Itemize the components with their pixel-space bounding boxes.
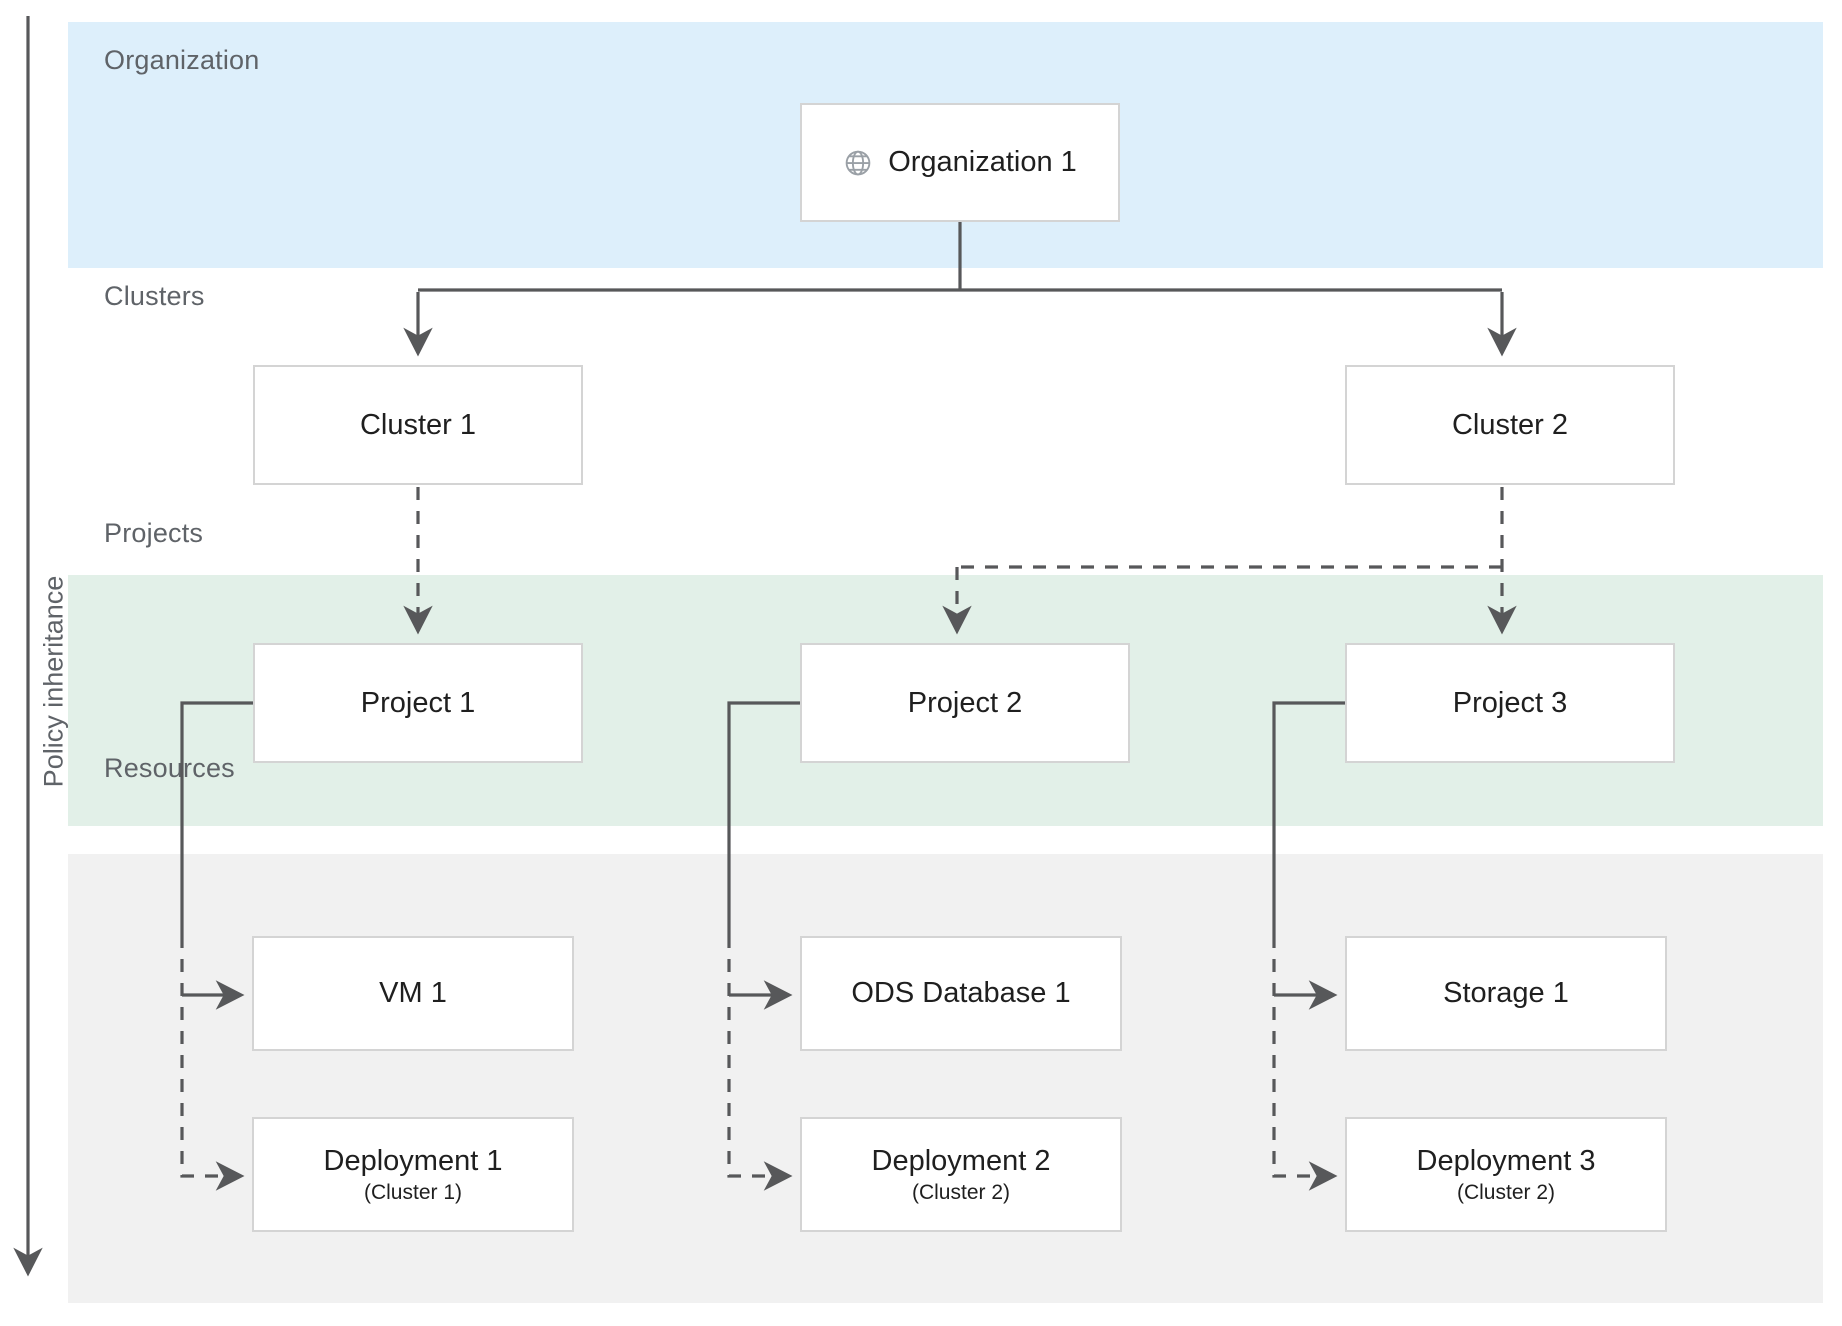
node-label: Project 3 [1452,686,1568,719]
band-label-organization: Organization [104,45,260,75]
node-storage-1[interactable]: Storage 1 [1345,936,1667,1051]
node-cluster-1[interactable]: Cluster 1 [253,365,583,485]
node-label: Storage 1 [1443,977,1569,1010]
band-resources [68,854,1823,1303]
node-label: ODS Database 1 [851,977,1071,1010]
node-ods-database-1[interactable]: ODS Database 1 [800,936,1122,1051]
band-label-clusters: Clusters [104,281,205,311]
node-label: Project 1 [360,686,476,719]
band-label-projects: Projects [104,518,204,548]
policy-inheritance-label: Policy inheritance [38,575,69,788]
node-vm-1[interactable]: VM 1 [252,936,574,1051]
node-label: Project 2 [907,686,1023,719]
node-label: Organization 1 [888,146,1077,179]
node-sublabel: (Cluster 2) [1456,1181,1556,1205]
node-project-3[interactable]: Project 3 [1345,643,1675,763]
node-deployment-2[interactable]: Deployment 2 (Cluster 2) [800,1117,1122,1232]
node-project-2[interactable]: Project 2 [800,643,1130,763]
node-organization-1[interactable]: Organization 1 [800,103,1120,222]
node-label: Deployment 1 [323,1144,503,1177]
node-sublabel: (Cluster 2) [911,1181,1011,1205]
node-sublabel: (Cluster 1) [363,1181,463,1205]
node-deployment-1[interactable]: Deployment 1 (Cluster 1) [252,1117,574,1232]
node-label: Cluster 1 [359,408,477,441]
band-label-resources: Resources [104,753,235,783]
node-label: Deployment 3 [1416,1144,1596,1177]
node-label: Cluster 2 [1451,408,1569,441]
node-label: Deployment 2 [871,1144,1051,1177]
node-deployment-3[interactable]: Deployment 3 (Cluster 2) [1345,1117,1667,1232]
globe-icon [845,150,871,175]
node-cluster-2[interactable]: Cluster 2 [1345,365,1675,485]
node-project-1[interactable]: Project 1 [253,643,583,763]
node-label: VM 1 [379,977,447,1010]
